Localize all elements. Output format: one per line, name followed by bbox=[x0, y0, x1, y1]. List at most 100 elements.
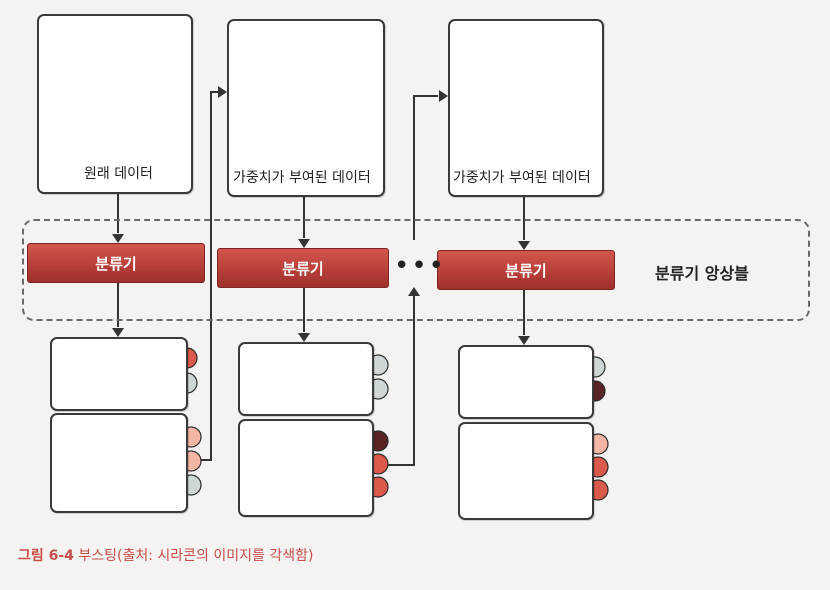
data-point bbox=[584, 380, 606, 402]
data-point bbox=[319, 476, 341, 498]
data-point bbox=[156, 474, 178, 496]
data-point bbox=[107, 347, 129, 369]
arrow-head bbox=[518, 241, 530, 250]
data-point bbox=[314, 66, 336, 88]
data-point bbox=[491, 456, 513, 478]
data-point bbox=[319, 430, 341, 452]
data-point bbox=[344, 82, 366, 104]
arrow-head bbox=[112, 328, 124, 337]
data-point bbox=[263, 59, 285, 81]
data-point bbox=[176, 347, 198, 369]
x-icon bbox=[55, 421, 83, 447]
data-point bbox=[276, 139, 298, 161]
data-point bbox=[99, 51, 121, 73]
data-point bbox=[108, 426, 130, 448]
data-point bbox=[539, 456, 561, 478]
data-point bbox=[534, 39, 556, 61]
data-point bbox=[295, 476, 317, 498]
data-point bbox=[234, 85, 256, 107]
data-point bbox=[539, 433, 561, 455]
data-point bbox=[319, 354, 341, 376]
data-point bbox=[122, 35, 144, 57]
data-point bbox=[130, 108, 152, 130]
data-point bbox=[542, 93, 564, 115]
data-point bbox=[563, 456, 585, 478]
data-point bbox=[73, 55, 95, 77]
data-point bbox=[515, 380, 537, 402]
data-point bbox=[155, 75, 177, 97]
data-point bbox=[343, 453, 365, 475]
data-point bbox=[295, 430, 317, 452]
data-point bbox=[319, 378, 341, 400]
data-point bbox=[515, 90, 537, 112]
data-point bbox=[108, 474, 130, 496]
data-point bbox=[153, 372, 175, 394]
data-point bbox=[512, 116, 534, 138]
data-point bbox=[508, 33, 530, 55]
data-point bbox=[130, 372, 152, 394]
check-icon bbox=[243, 349, 277, 377]
data-point bbox=[538, 380, 560, 402]
data-point bbox=[337, 30, 359, 52]
data-point bbox=[180, 450, 202, 472]
data-point bbox=[457, 112, 479, 134]
data-point bbox=[132, 426, 154, 448]
data-point bbox=[454, 87, 476, 109]
data-point bbox=[261, 31, 283, 53]
data-point bbox=[515, 456, 537, 478]
data-point bbox=[341, 110, 363, 132]
data-point bbox=[155, 102, 177, 124]
data-point bbox=[515, 479, 537, 501]
data-point bbox=[367, 378, 389, 400]
data-point bbox=[269, 86, 291, 108]
data-point bbox=[515, 433, 537, 455]
data-point bbox=[108, 115, 130, 137]
data-point bbox=[105, 85, 127, 107]
data-point bbox=[107, 372, 129, 394]
data-point bbox=[321, 91, 343, 113]
data-point bbox=[286, 33, 308, 55]
data-point bbox=[587, 479, 609, 501]
arrow-head bbox=[112, 234, 124, 243]
data-point bbox=[563, 479, 585, 501]
data-point bbox=[343, 476, 365, 498]
data-point bbox=[563, 57, 585, 79]
data-point bbox=[180, 474, 202, 496]
data-point bbox=[79, 107, 101, 129]
data-point bbox=[561, 356, 583, 378]
data-point bbox=[45, 77, 67, 99]
data-point bbox=[295, 453, 317, 475]
data-point bbox=[367, 453, 389, 475]
data-point bbox=[538, 356, 560, 378]
data-point bbox=[238, 112, 260, 134]
data-point bbox=[180, 426, 202, 448]
feedback-arrow-line bbox=[184, 91, 218, 461]
data-point bbox=[515, 356, 537, 378]
data-point bbox=[147, 24, 169, 46]
data-point bbox=[153, 347, 175, 369]
data-point bbox=[491, 479, 513, 501]
data-point bbox=[367, 476, 389, 498]
data-point bbox=[563, 111, 585, 133]
data-point bbox=[485, 116, 507, 138]
data-point bbox=[367, 430, 389, 452]
data-point bbox=[343, 378, 365, 400]
data-point bbox=[130, 347, 152, 369]
data-point bbox=[485, 61, 507, 83]
data-point bbox=[343, 430, 365, 452]
data-point bbox=[292, 115, 314, 137]
data-point bbox=[96, 27, 118, 49]
arrow-head bbox=[518, 336, 530, 345]
data-point bbox=[483, 32, 505, 54]
data-point bbox=[539, 122, 561, 144]
data-point bbox=[510, 60, 532, 82]
check-icon bbox=[463, 351, 497, 379]
data-point bbox=[587, 433, 609, 455]
data-point bbox=[295, 378, 317, 400]
data-point bbox=[132, 474, 154, 496]
check-icon bbox=[58, 345, 92, 373]
data-point bbox=[539, 479, 561, 501]
data-point bbox=[343, 354, 365, 376]
data-point bbox=[288, 59, 310, 81]
data-point bbox=[561, 29, 583, 51]
